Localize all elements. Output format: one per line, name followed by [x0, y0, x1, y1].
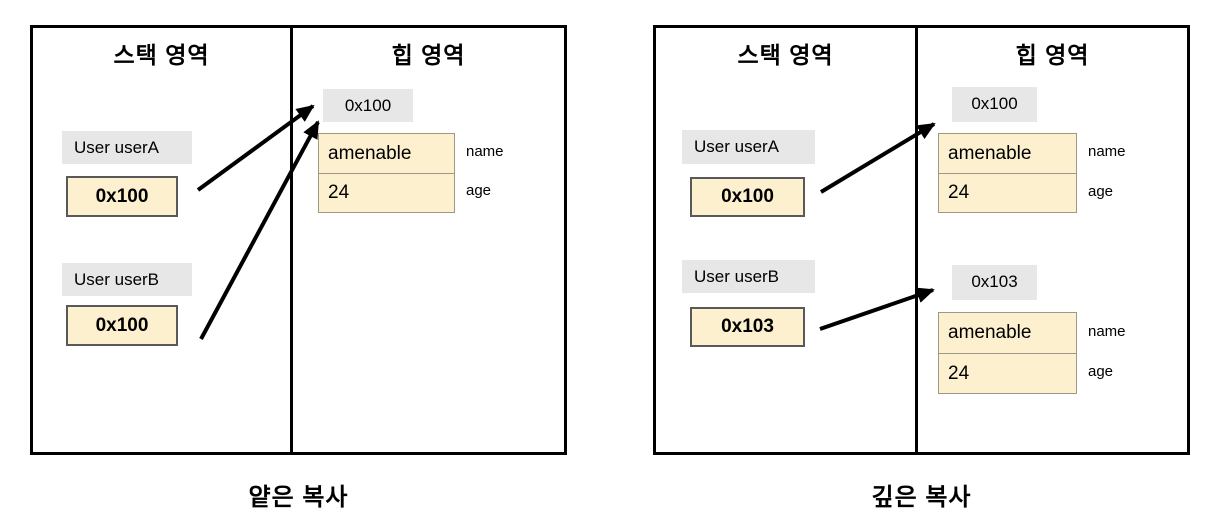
stack-heap-divider — [915, 28, 918, 452]
heap-address-label: 0x100 — [323, 89, 413, 122]
field-age-label: age — [466, 182, 492, 199]
stack-region-title: 스택 영역 — [113, 42, 210, 68]
record-field-age: 24 — [319, 173, 454, 212]
stack-region-title: 스택 영역 — [737, 42, 834, 68]
shallow-copy-caption: 얕은 복사 — [248, 484, 349, 511]
stack-heap-divider — [290, 28, 293, 452]
heap-object-record: amenable 24 — [318, 133, 455, 213]
field-age-label: age — [1088, 363, 1114, 380]
heap-region-title: 힙 영역 — [1015, 42, 1090, 68]
heap-object-record: amenable 24 — [938, 133, 1077, 213]
field-name-label: name — [1088, 323, 1126, 340]
shallow-copy-panel: 스택 영역 힙 영역 — [30, 25, 567, 455]
heap-address-label: 0x100 — [952, 87, 1037, 122]
deep-copy-caption: 깊은 복사 — [871, 484, 972, 511]
pointer-value-box-usera: 0x100 — [690, 177, 805, 217]
record-field-age: 24 — [939, 173, 1076, 212]
variable-label-usera: User userA — [682, 130, 815, 164]
heap-address-label: 0x103 — [952, 265, 1037, 300]
field-name-label: name — [1088, 143, 1126, 160]
heap-object-record: amenable 24 — [938, 312, 1077, 394]
record-field-name: amenable — [328, 142, 412, 164]
pointer-value-box-userb: 0x100 — [66, 305, 178, 346]
field-name-label: name — [466, 143, 504, 160]
heap-region-title: 힙 영역 — [391, 42, 466, 68]
variable-label-userb: User userB — [682, 260, 815, 293]
pointer-value-box-usera: 0x100 — [66, 176, 178, 217]
pointer-value-box-userb: 0x103 — [690, 307, 805, 347]
record-field-age: 24 — [939, 353, 1076, 393]
variable-label-usera: User userA — [62, 131, 192, 164]
variable-label-userb: User userB — [62, 263, 192, 296]
deep-copy-panel: 스택 영역 힙 영역 — [653, 25, 1190, 455]
field-age-label: age — [1088, 183, 1114, 200]
record-field-name: amenable — [948, 322, 1032, 343]
record-field-name: amenable — [948, 142, 1032, 164]
